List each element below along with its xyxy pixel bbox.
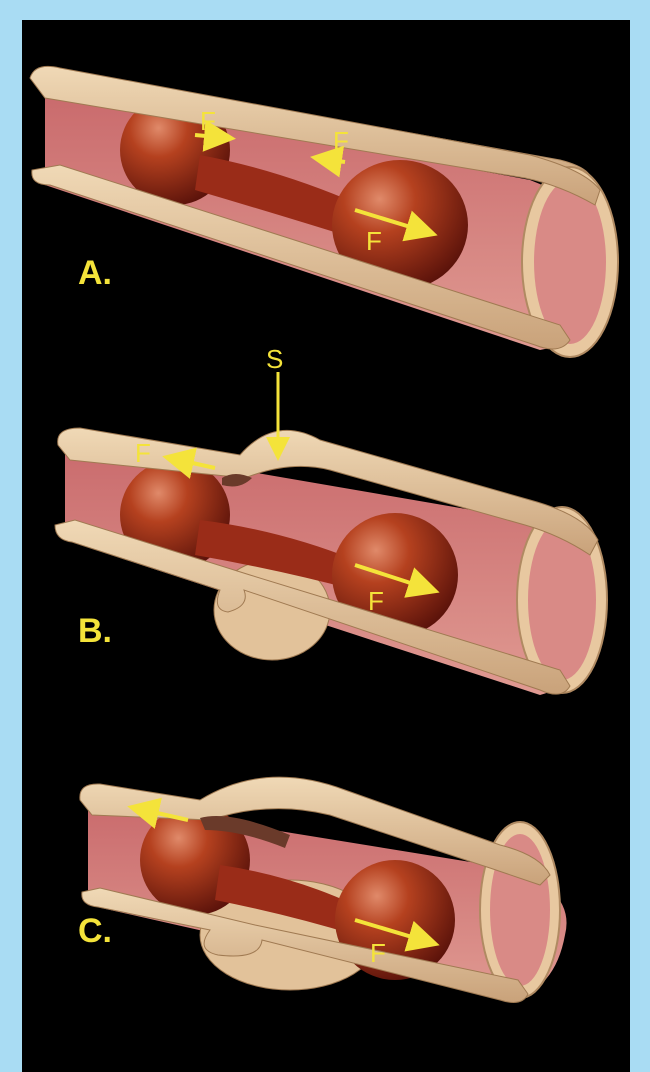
force-label-b1: F [135,438,151,468]
panel-c-label: C. [78,912,112,950]
stimulus-label: S [266,344,283,374]
force-label-c1: F [370,938,386,968]
panel-a-vessel [30,66,618,357]
force-label-a2: F [333,126,349,156]
force-label-a3: F [366,226,382,256]
force-label-a1: F [200,106,216,136]
panel-a-label: A. [78,254,112,292]
panel-b-label: B. [78,612,112,650]
panel-b-vessel [55,428,607,695]
force-label-b2: F [368,586,384,616]
